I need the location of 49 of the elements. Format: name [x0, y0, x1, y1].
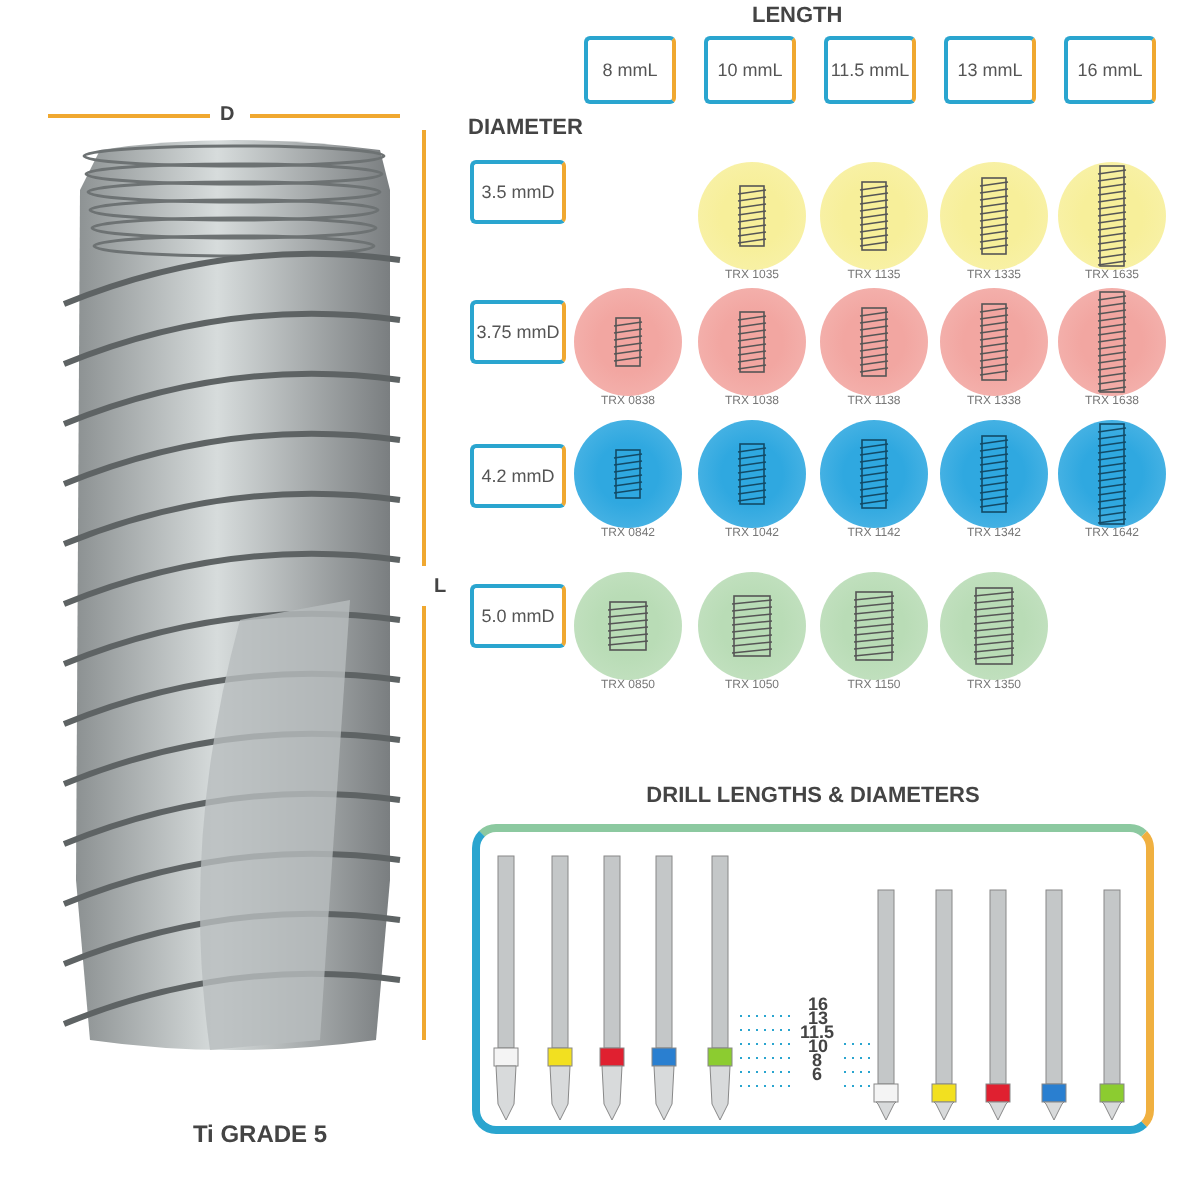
implant-circle: [698, 572, 806, 680]
dimension-label: L: [434, 576, 447, 598]
depth-label: 16: [808, 996, 829, 1012]
dimension-label: D: [220, 104, 235, 126]
size-box: [944, 36, 1036, 104]
size-box: [704, 36, 796, 104]
implant-circle: [1058, 162, 1166, 270]
size-label: 11.5 mmL: [830, 60, 910, 80]
size-label: 5.0 mmD: [481, 606, 555, 626]
implant-circle: [574, 420, 682, 528]
size-label: 10 mmL: [717, 60, 783, 80]
axis-title: LENGTH: [752, 4, 843, 28]
size-box: [824, 36, 916, 104]
implant-circle: [820, 420, 928, 528]
size-label: 3.75 mmD: [476, 322, 560, 342]
implant-circle: [940, 572, 1048, 680]
size-label: 13 mmL: [957, 60, 1023, 80]
size-label: 16 mmL: [1077, 60, 1143, 80]
implant-circle: [820, 572, 928, 680]
depth-label: 6: [812, 1066, 823, 1082]
size-box: [584, 36, 676, 104]
implant-circle: [574, 572, 682, 680]
implant-circle: [698, 288, 806, 396]
implant-circle: [1058, 420, 1166, 528]
size-box: [470, 300, 566, 364]
implant-circle: [940, 162, 1048, 270]
size-label: 8 mmL: [602, 60, 658, 80]
drill-panel: [472, 824, 1154, 1134]
size-box: [470, 444, 566, 508]
implant-circle: [820, 162, 928, 270]
size-label: 3.5 mmD: [481, 182, 555, 202]
implant-circle: [1058, 288, 1166, 396]
implant-circle: [940, 288, 1048, 396]
depth-label: 10: [808, 1038, 829, 1054]
depth-label: 8: [812, 1052, 823, 1068]
implant-circle: [698, 420, 806, 528]
size-box: [470, 160, 566, 224]
implant-circle: [698, 162, 806, 270]
implant-circle: [940, 420, 1048, 528]
depth-label: 11.5: [800, 1024, 835, 1040]
size-label: 4.2 mmD: [481, 466, 555, 486]
axis-title: DIAMETER: [468, 116, 583, 140]
section-heading: DRILL LENGTHS & DIAMETERS: [646, 784, 980, 808]
depth-label: 13: [808, 1010, 829, 1026]
material-caption: Ti GRADE 5: [192, 1120, 328, 1148]
implant-circle: [820, 288, 928, 396]
implant-circle: [574, 288, 682, 396]
size-box: [470, 584, 566, 648]
size-box: [1064, 36, 1156, 104]
